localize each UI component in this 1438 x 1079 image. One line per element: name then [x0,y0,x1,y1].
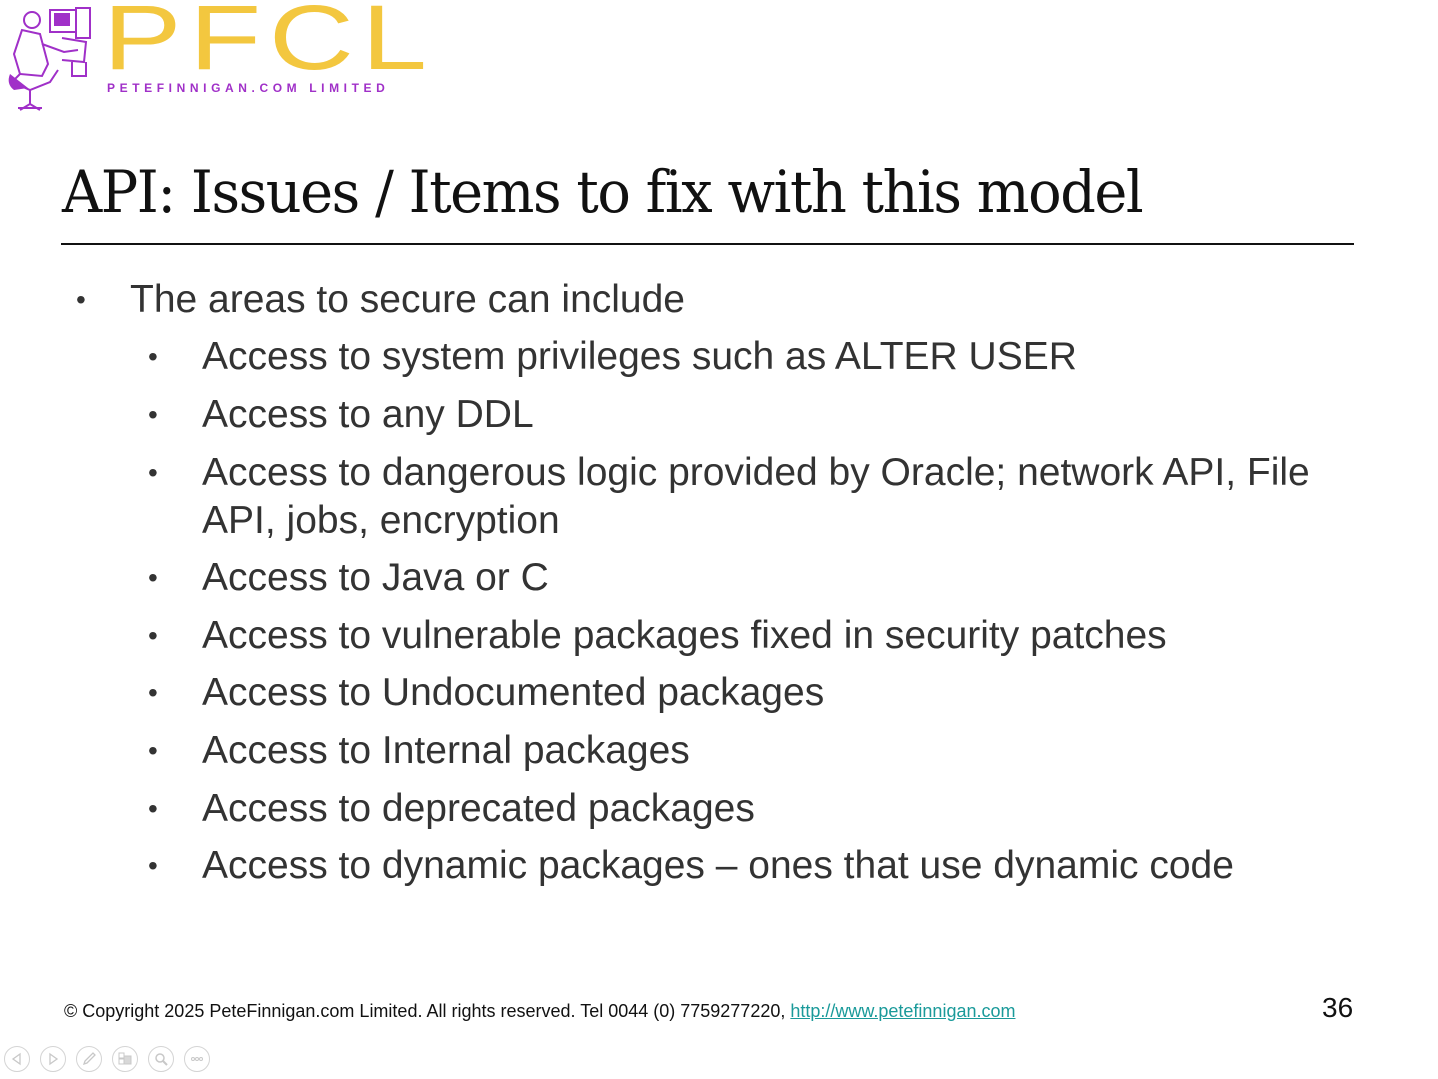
bullet-icon: • [148,341,158,372]
next-slide-button[interactable] [40,1046,66,1072]
title-divider [61,243,1354,245]
bullet-text: Access to Undocumented packages [202,671,825,714]
bullet-item: • Access to vulnerable packages fixed in… [148,612,1167,660]
copyright-text: © Copyright 2025 PeteFinnigan.com Limite… [64,1001,791,1021]
bullet-item: • Access to any DDL [148,391,534,439]
bullet-text-continued: API, jobs, encryption [202,499,560,542]
bullet-item: • Access to system privileges such as AL… [148,333,1077,381]
bullet-item: • Access to Undocumented packages [148,669,825,717]
bullet-icon: • [148,562,158,593]
footer-copyright: © Copyright 2025 PeteFinnigan.com Limite… [64,1001,1015,1022]
bullet-icon: • [148,457,158,488]
bullet-text: Access to Java or C [202,556,549,599]
previous-slide-button[interactable] [4,1046,30,1072]
bullet-item: • Access to deprecated packages [148,785,755,833]
bullet-text: Access to vulnerable packages fixed in s… [202,614,1167,657]
bullet-icon: • [148,850,158,881]
slideshow-toolbar [4,1046,210,1072]
bullet-icon: • [148,677,158,708]
bullet-text: Access to any DDL [202,393,534,436]
bullet-item: • Access to Java or C [148,554,549,602]
bullet-icon: • [76,284,86,315]
company-logo: PFCL PETEFINNIGAN.COM LIMITED [0,0,430,115]
ellipsis-icon [191,1057,203,1061]
logo-subtitle: PETEFINNIGAN.COM LIMITED [107,81,390,95]
slide-title: API: Issues / Items to fix with this mod… [62,158,1144,226]
slide-sorter-button[interactable] [112,1046,138,1072]
bullet-text: Access to Internal packages [202,729,690,772]
person-at-computer-icon [8,7,91,111]
pen-button[interactable] [76,1046,102,1072]
slides-grid-icon [118,1052,132,1065]
zoom-button[interactable] [148,1046,174,1072]
bullet-item: • Access to dangerous logic provided by … [148,449,1310,545]
triangle-right-icon [49,1052,59,1066]
bullet-icon: • [148,793,158,824]
bullet-item: • Access to Internal packages [148,727,690,775]
more-options-button[interactable] [184,1046,210,1072]
bullet-text: Access to deprecated packages [202,787,755,830]
bullet-item: • Access to dynamic packages – ones that… [148,842,1234,890]
magnifier-icon [155,1053,168,1066]
triangle-left-icon [11,1052,21,1066]
bullet-icon: • [148,399,158,430]
bullet-item: • The areas to secure can include [76,276,685,324]
website-link[interactable]: http://www.petefinnigan.com [790,1001,1016,1021]
bullet-text: Access to dynamic packages – ones that u… [202,844,1234,887]
bullet-text: Access to system privileges such as ALTE… [202,335,1077,378]
pen-icon [82,1052,96,1066]
page-number: 36 [1322,992,1354,1023]
bullet-text: Access to dangerous logic provided by Or… [202,451,1310,494]
bullet-icon: • [148,735,158,766]
bullet-icon: • [148,620,158,651]
bullet-text: The areas to secure can include [130,278,685,321]
logo-wordmark: PFCL [103,0,435,89]
